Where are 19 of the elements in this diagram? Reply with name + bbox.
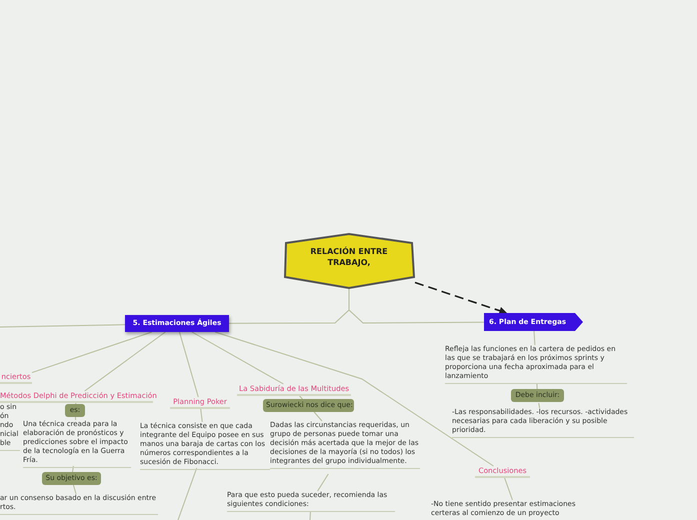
connector-line: [538, 402, 540, 408]
connector-line: [200, 408, 203, 422]
connector-line: [178, 468, 198, 520]
connector-line: [0, 324, 126, 328]
connector-line: [214, 332, 494, 466]
central-topic-hexagon: RELACIÓN ENTRE TRABAJO,: [283, 233, 415, 288]
connector-line: [191, 332, 284, 384]
connector-line: [504, 478, 513, 500]
connector-line: [32, 332, 152, 374]
connector-line: [72, 484, 77, 494]
connector-line: [348, 288, 484, 324]
arrow: [414, 282, 508, 315]
connector-line: [299, 396, 303, 400]
connector-line: [314, 412, 322, 422]
connector-line: [178, 332, 199, 398]
connector-line: [534, 330, 536, 346]
connector-line: [317, 474, 329, 492]
connector-line: [84, 332, 166, 392]
connector-line: [310, 512, 311, 520]
